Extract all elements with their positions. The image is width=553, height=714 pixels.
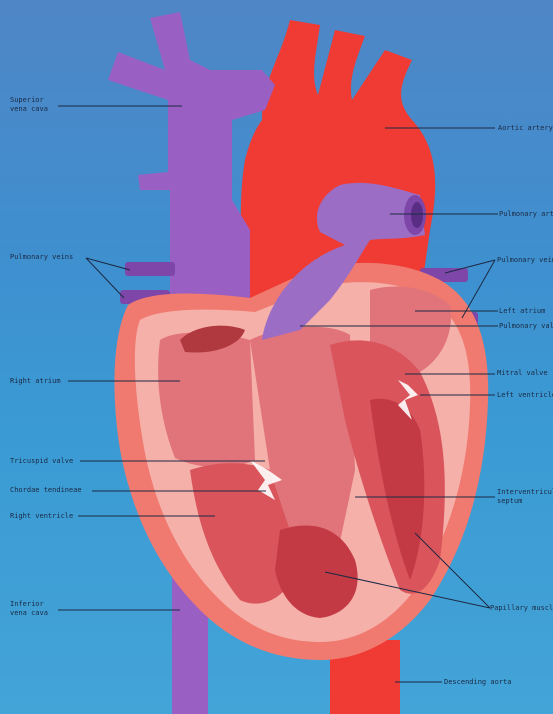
pulmonary-veins-left-upper — [125, 262, 175, 276]
label-left-atrium: Left atrium — [499, 307, 545, 316]
label-papillary-muscles: Papillary muscles — [490, 604, 553, 613]
label-mitral-valve: Mitral valve — [497, 369, 548, 378]
label-interventricular-septum-line1: Interventricular — [497, 488, 553, 497]
label-descending-aorta: Descending aorta — [444, 678, 511, 687]
label-pulmonary-veins-right: Pulmonary veins — [497, 256, 553, 265]
label-right-ventricle: Right ventricle — [10, 512, 73, 521]
label-pulmonary-valve: Pulmonary valve — [499, 322, 553, 331]
pulmonary-artery-opening-inner — [411, 202, 423, 228]
label-pulmonary-veins-left: Pulmonary veins — [10, 253, 73, 262]
label-pulmonary-artery: Pulmonary artery — [499, 210, 553, 219]
label-superior-vena-cava-line1: Superior — [10, 96, 48, 105]
label-inferior-vena-cava-line1: Inferior — [10, 600, 48, 609]
label-right-atrium: Right atrium — [10, 377, 61, 386]
label-tricuspid-valve: Tricuspid valve — [10, 457, 73, 466]
right-atrium-shape — [158, 333, 255, 468]
label-superior-vena-cava-line2: vena cava — [10, 105, 48, 114]
label-superior-vena-cava: Superior vena cava — [10, 96, 48, 114]
label-left-ventricle: Left ventricle — [497, 391, 553, 400]
label-chordae-tendineae: Chordae tendineae — [10, 486, 82, 495]
label-aortic-artery: Aortic artery — [498, 124, 553, 133]
label-interventricular-septum: Interventricular septum — [497, 488, 553, 506]
label-inferior-vena-cava-line2: vena cava — [10, 609, 48, 618]
label-interventricular-septum-line2: septum — [497, 497, 553, 506]
label-inferior-vena-cava: Inferior vena cava — [10, 600, 48, 618]
